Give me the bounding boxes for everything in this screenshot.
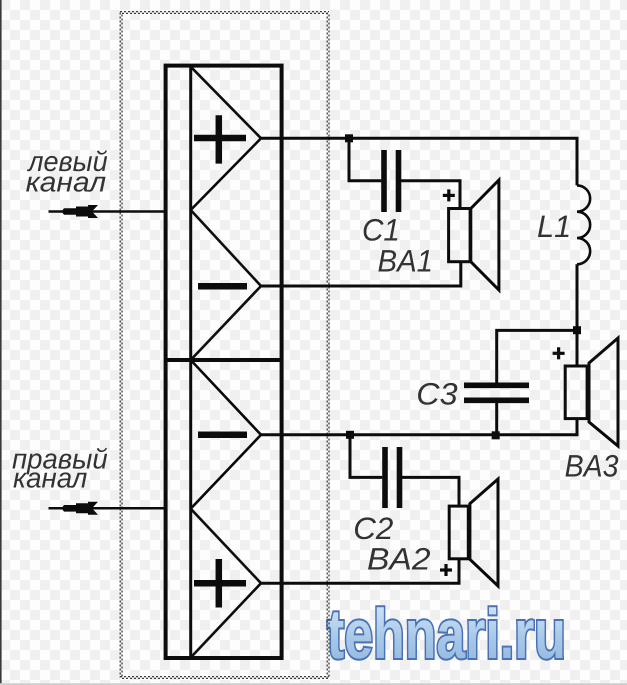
svg-text:BA3: BA3 <box>565 449 619 484</box>
svg-text:tehnari.ru: tehnari.ru <box>327 595 566 673</box>
svg-text:левый: левый <box>26 146 108 177</box>
svg-text:канал: канал <box>26 167 107 198</box>
svg-text:C2: C2 <box>353 511 393 546</box>
svg-text:BA2: BA2 <box>367 542 431 577</box>
svg-text:C1: C1 <box>362 213 400 248</box>
svg-text:правый: правый <box>12 444 108 475</box>
svg-text:C3: C3 <box>416 377 457 412</box>
svg-text:L1: L1 <box>537 209 571 244</box>
svg-text:канал: канал <box>13 463 88 494</box>
svg-text:BA1: BA1 <box>378 244 434 279</box>
